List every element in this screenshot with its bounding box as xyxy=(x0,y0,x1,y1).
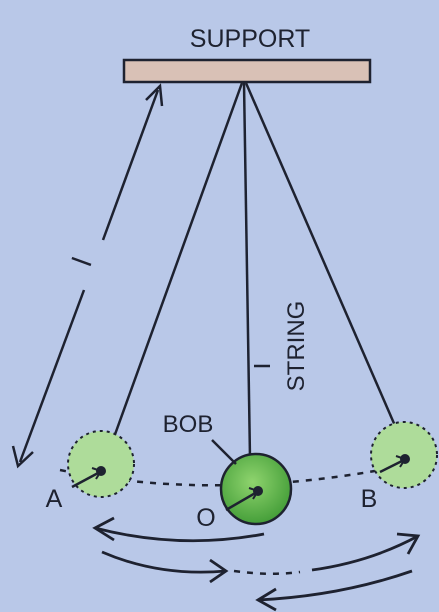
string-label: STRING xyxy=(283,301,310,392)
length-arrow-lower xyxy=(18,289,86,463)
support-bar xyxy=(122,58,372,84)
bob-o-arrowhead xyxy=(248,487,260,500)
bob-a-radius xyxy=(71,470,101,489)
length-arrow-upper xyxy=(101,89,160,241)
motion-dotted-link xyxy=(233,569,301,576)
bob-a-arrowhead xyxy=(91,467,103,480)
length-label: l xyxy=(66,254,97,270)
point-b-label: B xyxy=(361,485,378,513)
motion-arrow-right xyxy=(311,534,419,572)
motion-arrow-right-head xyxy=(396,532,421,555)
support-label: SUPPORT xyxy=(190,25,310,53)
length-arrowhead-bottom xyxy=(11,445,34,469)
string-center xyxy=(242,82,252,459)
motion-arrow-left xyxy=(94,526,265,543)
motion-arrow-bottom xyxy=(257,569,413,602)
string-left xyxy=(111,82,244,441)
bob-position-a xyxy=(67,430,135,498)
bob-label-pointer xyxy=(211,439,237,465)
length-arrowhead-top xyxy=(145,83,164,107)
bob-b-radius xyxy=(379,458,405,474)
motion-arrow-lower-left-head xyxy=(209,558,229,584)
string-right xyxy=(244,82,398,429)
bob-b-arrowhead xyxy=(395,455,407,468)
motion-arrow-left-head xyxy=(92,516,115,542)
motion-arrow-bottom-head xyxy=(255,587,277,612)
motion-arrow-lower-left xyxy=(101,550,227,574)
bob-label: BOB xyxy=(163,411,214,438)
point-o-label: O xyxy=(196,504,215,532)
point-a-label: A xyxy=(46,485,63,513)
bob-o-radius xyxy=(225,490,258,512)
